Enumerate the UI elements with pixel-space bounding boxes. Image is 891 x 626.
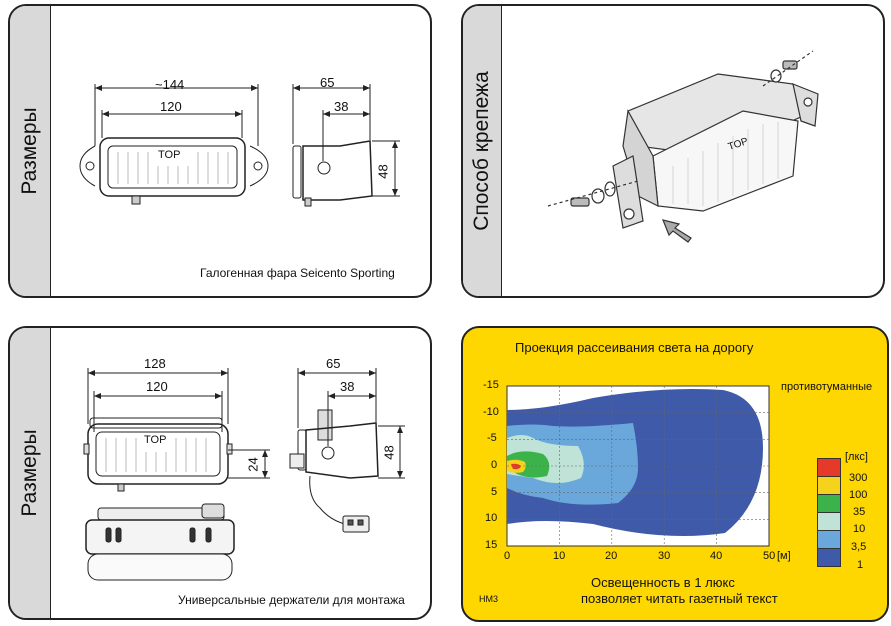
legend-unit: [лкс]	[845, 451, 868, 463]
note-line-2: позволяет читать газетный текст	[581, 591, 778, 606]
note-line-1: Освещенность в 1 люкс	[591, 575, 735, 590]
lamp-top-label: TOP	[144, 434, 167, 446]
lens-ribs	[117, 152, 229, 184]
lamp-lens-bottom	[87, 553, 233, 581]
assembly-arrow	[662, 219, 692, 243]
y-tick: -15	[483, 379, 499, 391]
legend	[817, 458, 841, 567]
screw-rear	[782, 60, 798, 70]
x-tick: 50	[763, 550, 776, 562]
lamp-side	[622, 109, 659, 208]
side-tab: Размеры	[10, 328, 51, 618]
side-bracket	[292, 145, 302, 199]
legend-label: 1	[857, 559, 864, 571]
legend-label: 300	[849, 472, 868, 484]
chart-title: Проекция рассеивания света на дорогу	[515, 340, 754, 355]
panel-dimensions-seicento: Размеры	[8, 4, 432, 298]
x-tick: 30	[658, 550, 671, 562]
x-tick: 0	[504, 550, 511, 562]
top-bracket	[89, 417, 223, 429]
side-pivot	[321, 446, 335, 460]
x-tick: 10	[553, 550, 566, 562]
legend-label: 100	[849, 489, 868, 501]
mount-ear-right	[249, 145, 269, 187]
legend-swatch	[817, 477, 841, 495]
dim-inner-width: 120	[146, 379, 168, 394]
mount-hole-left	[85, 161, 95, 171]
front-bracket	[612, 155, 644, 229]
lens-ribs	[672, 122, 779, 206]
mount-hole-right	[253, 161, 263, 171]
beam-pattern-plot	[506, 385, 770, 547]
washer	[604, 181, 616, 197]
legend-swatch	[817, 458, 841, 477]
y-tick: -10	[483, 406, 499, 418]
lens-ribs	[105, 438, 207, 472]
washer	[770, 69, 782, 83]
dim-depth-inner: 38	[334, 99, 349, 114]
side-tab: Размеры	[10, 6, 51, 296]
y-tick: 0	[491, 459, 498, 471]
panel-caption: Универсальные держатели для монтажа	[178, 593, 405, 607]
panel-mounting-method: Способ крепежа	[461, 4, 885, 298]
y-tick: 10	[485, 512, 498, 524]
panel-caption: Галогенная фара Seicento Sporting	[200, 266, 395, 280]
mounting-illustration	[547, 50, 819, 243]
x-tick: 40	[710, 550, 723, 562]
dim-inner-width: 120	[160, 99, 182, 114]
dim-mount-height: 24	[245, 457, 261, 472]
side-housing	[302, 140, 373, 201]
lamp-top-label: TOP	[158, 149, 181, 161]
beam-type-label: противотуманные	[781, 381, 873, 393]
connector-stub	[131, 195, 141, 205]
x-unit: [м]	[777, 550, 791, 562]
dim-overall-width: 128	[144, 356, 166, 371]
mount-ear-left	[79, 145, 96, 187]
grid	[507, 386, 769, 546]
dim-depth-total: 65	[326, 356, 341, 371]
panel-dimensions-universal: Размеры	[8, 326, 432, 620]
figure-code: HM3	[479, 594, 499, 604]
y-tick: -5	[487, 432, 497, 444]
lamp-lens	[95, 431, 221, 477]
side-housing	[305, 422, 379, 479]
legend-label: 35	[853, 506, 866, 518]
panel-light-distribution: Проекция рассеивания света на дорогу про…	[461, 326, 889, 622]
legend-label: 3,5	[851, 541, 867, 553]
dim-height: 48	[381, 445, 397, 460]
dim-height: 48	[375, 164, 391, 179]
dim-overall-width: ~144	[155, 77, 185, 92]
x-tick: 20	[605, 550, 618, 562]
legend-label: 10	[853, 523, 866, 535]
lamp-housing	[87, 423, 229, 485]
dimension-drawing	[79, 84, 400, 207]
legend-swatch	[817, 531, 841, 549]
side-tab: Способ крепежа	[463, 6, 502, 296]
y-tick: 15	[485, 539, 498, 551]
side-pivot	[317, 161, 331, 175]
connector	[342, 515, 370, 533]
dim-depth-total: 65	[320, 75, 335, 90]
isolux-300	[511, 463, 521, 470]
legend-swatch	[817, 513, 841, 531]
screw-front	[570, 197, 590, 207]
legend-swatch	[817, 549, 841, 567]
lamp-housing	[99, 137, 246, 197]
dimension-drawing	[83, 368, 405, 581]
dim-depth-inner: 38	[340, 379, 355, 394]
wire	[309, 475, 346, 525]
y-tick: 5	[491, 486, 498, 498]
legend-swatch	[817, 495, 841, 513]
lamp-lens	[107, 145, 238, 189]
